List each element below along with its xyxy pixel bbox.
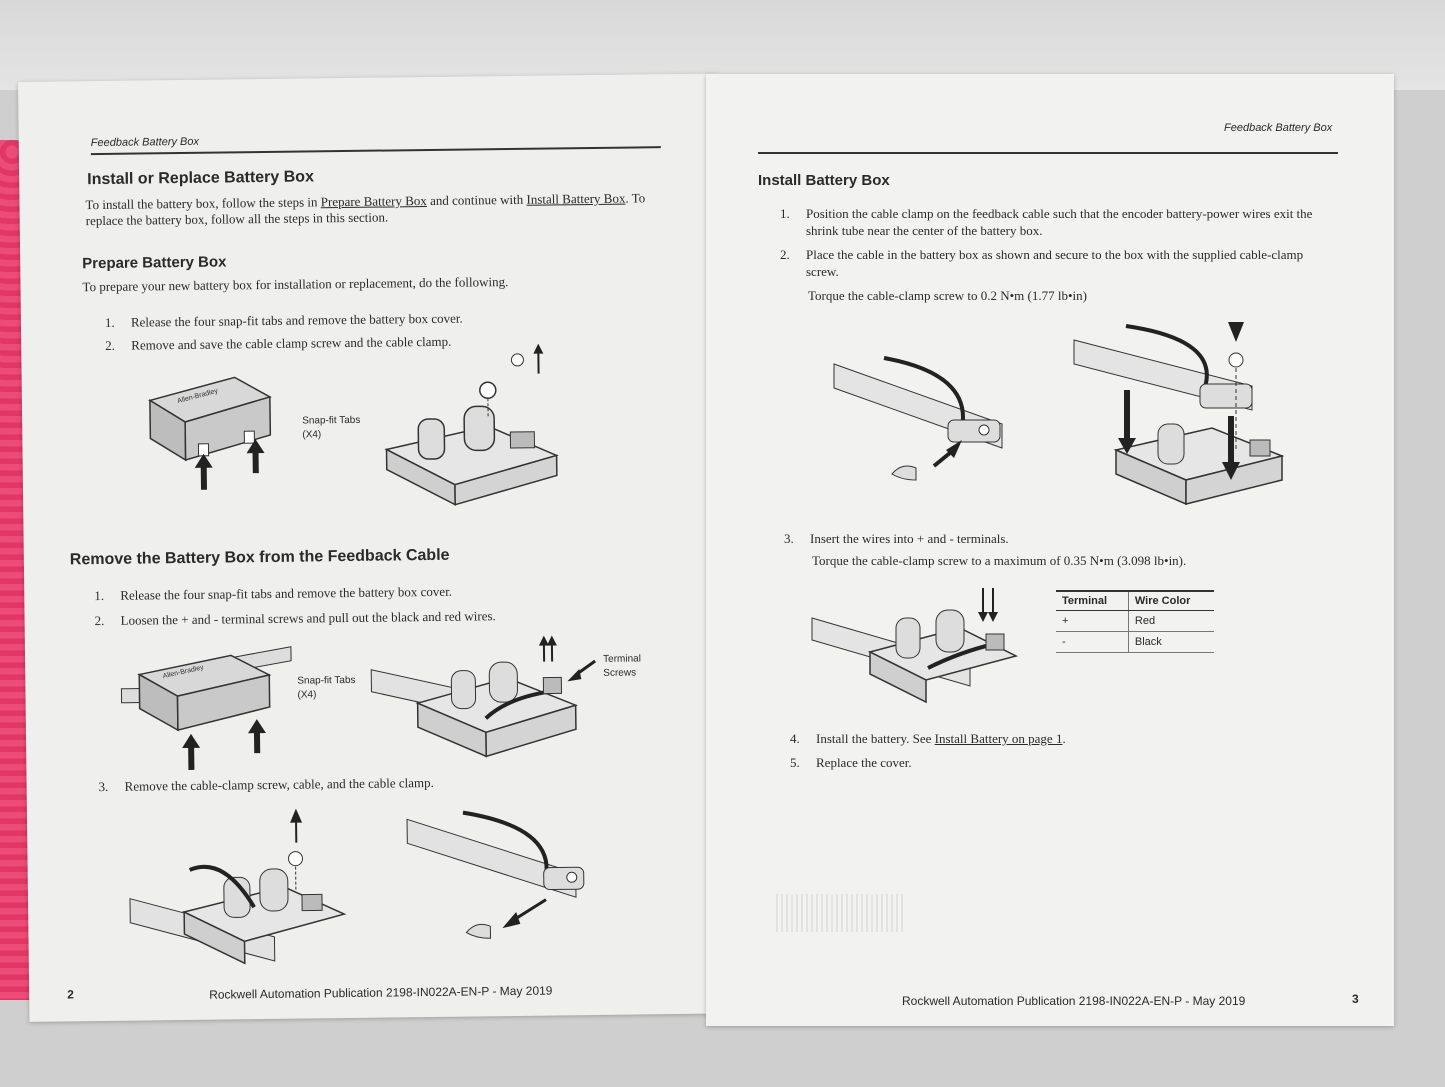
table-row: - Black	[1056, 631, 1214, 653]
step-text: Place the cable in the battery box as sh…	[806, 247, 1304, 279]
right-page-number: 3	[1352, 992, 1359, 1006]
bleed-through-text	[478, 94, 482, 111]
section-intro: To install the battery box, follow the s…	[85, 190, 645, 229]
step-number: 1.	[104, 314, 115, 330]
table-cell-wire-color: Black	[1127, 631, 1214, 653]
cover-on-cable-illustration: Allen-Bradley	[120, 646, 292, 770]
step-number: 1.	[94, 587, 105, 604]
link-prepare-battery-box[interactable]: Prepare Battery Box	[320, 193, 427, 210]
left-page: Feedback Battery Box Install or Replace …	[18, 73, 730, 1022]
intro-text-a: To install the battery box, follow the s…	[85, 194, 321, 213]
up-arrow-icon	[194, 453, 213, 490]
section-title-remove: Remove the Battery Box from the Feedback…	[69, 546, 450, 569]
up-arrow-icon	[533, 343, 544, 374]
prepare-intro: To prepare your new battery box for inst…	[82, 274, 509, 295]
up-arrow-icon	[538, 635, 549, 662]
link-install-battery[interactable]: Install Battery on page 1	[934, 731, 1063, 746]
label-x4: (X4)	[302, 429, 322, 441]
section-title-install-replace: Install or Replace Battery Box	[87, 168, 315, 189]
label-terminal: Terminal	[603, 653, 641, 665]
down-arrow-icon	[1228, 322, 1244, 342]
prepare-step-1: 1. Release the four snap-fit tabs and rem…	[105, 310, 463, 331]
install-step-5: 5. Replace the cover.	[790, 754, 912, 771]
step-text-end: .	[1062, 731, 1066, 746]
step-text: Release the four snap-fit tabs and remov…	[130, 310, 463, 330]
remove-step-2: 2. Loosen the + and - terminal screws and…	[94, 607, 495, 629]
label-x4-2: (X4)	[297, 689, 317, 701]
step-number: 2.	[780, 247, 790, 262]
section-title-prepare: Prepare Battery Box	[82, 253, 227, 273]
table-cell-terminal: -	[1056, 631, 1129, 653]
open-battery-box-illustration	[384, 343, 559, 506]
terminal-screws-illustration	[370, 635, 596, 758]
cable-in-box-illustration	[1073, 322, 1285, 506]
step-text: Remove the cable-clamp screw, cable, and…	[124, 774, 434, 794]
cable-clamp-removed-illustration	[406, 810, 585, 939]
remove-step-1: 1. Release the four snap-fit tabs and rem…	[94, 583, 452, 604]
up-arrow-icon	[182, 733, 201, 770]
pointer-arrow-icon	[946, 440, 962, 458]
step-text: Install the battery. See	[816, 731, 935, 746]
step-number: 1.	[780, 206, 790, 221]
down-arrow-icon	[1222, 416, 1240, 480]
label-snap-fit-tabs-2: Snap-fit Tabs	[297, 674, 356, 687]
step-number: 3.	[784, 531, 794, 546]
right-page-header: Feedback Battery Box	[1224, 122, 1333, 134]
table-header-wire-color: Wire Color	[1127, 590, 1214, 611]
remove-step-3: 3. Remove the cable-clamp screw, cable, a…	[99, 774, 434, 795]
step-number: 3.	[98, 778, 109, 795]
label-screws: Screws	[603, 667, 637, 679]
left-page-footer: Rockwell Automation Publication 2198-IN0…	[209, 983, 553, 1002]
install-step-2: 2. Place the cable in the battery box as …	[780, 246, 1340, 280]
down-arrow-icon	[988, 588, 998, 622]
right-page-footer: Rockwell Automation Publication 2198-IN0…	[902, 994, 1246, 1008]
step-text: Position the cable clamp on the feedback…	[806, 206, 1313, 238]
bleed-through-barcode	[776, 894, 906, 932]
up-arrow-icon	[247, 719, 266, 754]
step-number: 5.	[790, 755, 800, 770]
step-text: Insert the wires into + and - terminals.	[810, 531, 1009, 546]
table-cell-wire-color: Red	[1127, 610, 1214, 632]
left-page-number: 2	[67, 987, 74, 1002]
header-rule	[758, 152, 1338, 154]
pointer-arrow-icon	[567, 669, 582, 682]
up-arrow-icon	[246, 439, 265, 474]
battery-box-cover-illustration: Allen-Bradley	[148, 376, 272, 490]
install-step-1: 1. Position the cable clamp on the feedba…	[780, 205, 1340, 239]
bleed-through-text	[1166, 96, 1171, 116]
step-text: Remove and save the cable clamp screw an…	[131, 333, 452, 353]
install-step-3: 3. Insert the wires into + and - terminal…	[784, 530, 1009, 547]
remove-clamp-screw-illustration	[129, 808, 347, 965]
table-header-terminal: Terminal	[1056, 590, 1129, 611]
step-number: 2.	[105, 337, 116, 353]
torque-note-2: Torque the cable-clamp screw to a maximu…	[812, 553, 1187, 568]
up-arrow-icon	[290, 808, 303, 843]
pointer-arrow-icon	[502, 911, 521, 929]
table-row: + Red	[1056, 610, 1214, 632]
install-step-4: 4. Install the battery. See Install Batte…	[790, 730, 1066, 747]
prepare-step-2: 2. Remove and save the cable clamp screw …	[105, 333, 451, 354]
wire-color-table: Terminal Wire Color + Red - Black	[1056, 590, 1214, 653]
step-number: 2.	[94, 612, 105, 629]
step-text: Loosen the + and - terminal screws and p…	[120, 608, 496, 628]
clamp-on-cable-illustration	[833, 356, 1003, 481]
left-page-header: Feedback Battery Box	[90, 135, 200, 150]
step-text: Release the four snap-fit tabs and remov…	[120, 583, 453, 603]
label-snap-fit-tabs: Snap-fit Tabs	[302, 414, 361, 427]
torque-note-1: Torque the cable-clamp screw to 0.2 N•m …	[808, 288, 1087, 303]
wires-into-terminals-illustration	[811, 588, 1019, 704]
up-arrow-icon	[546, 635, 557, 662]
down-arrow-icon	[1118, 390, 1136, 454]
down-arrow-icon	[978, 588, 988, 622]
right-page: Feedback Battery Box Install Battery Box…	[706, 74, 1394, 1026]
step-number: 4.	[790, 731, 800, 746]
intro-text-b: and continue with	[426, 191, 527, 209]
section-title-install-battery-box: Install Battery Box	[758, 172, 890, 189]
link-install-battery-box[interactable]: Install Battery Box	[526, 190, 626, 207]
table-cell-terminal: +	[1056, 610, 1129, 632]
step-text: Replace the cover.	[816, 755, 912, 770]
